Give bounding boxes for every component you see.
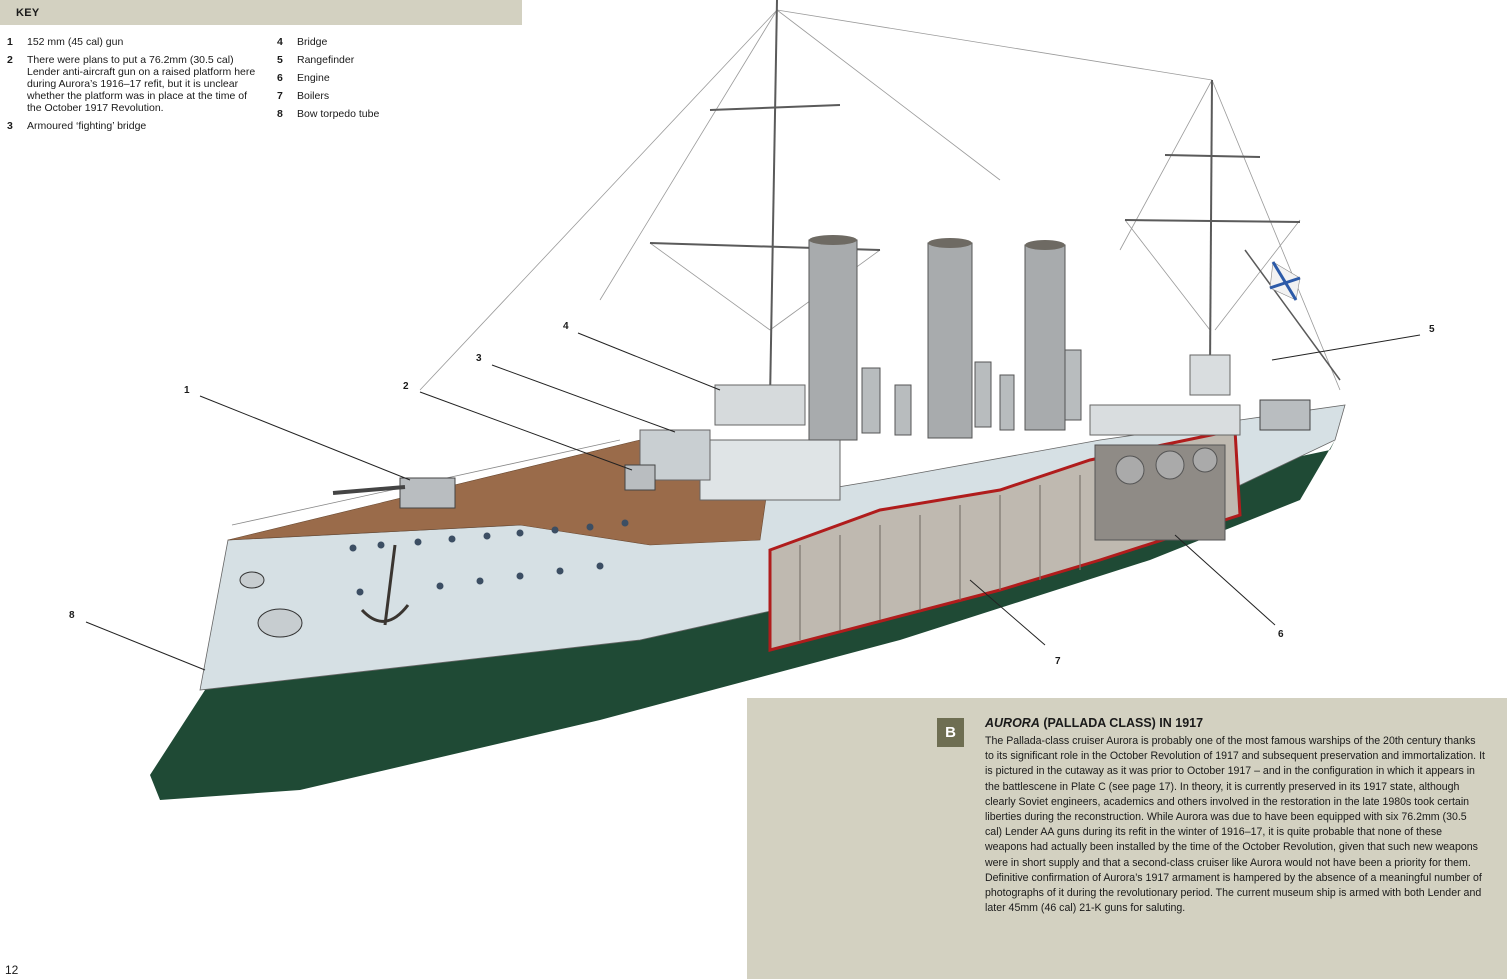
key-item: 3 Armoured ‘fighting’ bridge [7, 120, 257, 132]
plate-badge: B [937, 718, 964, 747]
callout-3: 3 [476, 353, 482, 364]
callout-5: 5 [1429, 324, 1435, 335]
key-text: Bow torpedo tube [297, 108, 380, 120]
anchor [360, 544, 410, 626]
key-item: 8 Bow torpedo tube [277, 108, 477, 120]
hawse-pipe [239, 571, 265, 589]
key-text: Armoured ‘fighting’ bridge [27, 120, 147, 132]
plate-title-rest: (PALLADA CLASS) IN 1917 [1039, 716, 1204, 730]
key-item: 6 Engine [277, 72, 477, 84]
callout-8: 8 [69, 610, 75, 621]
plate-description-panel: B AURORA (PALLADA CLASS) IN 1917 The Pal… [747, 698, 1507, 979]
key-text: Rangefinder [297, 54, 355, 66]
key-number: 6 [277, 72, 283, 84]
key-number: 2 [7, 54, 13, 66]
key-text: There were plans to put a 76.2mm (30.5 c… [27, 54, 256, 114]
key-item: 2 There were plans to put a 76.2mm (30.5… [7, 54, 257, 114]
key-header-bar: KEY [0, 0, 522, 25]
callout-6: 6 [1278, 629, 1284, 640]
key-number: 8 [277, 108, 283, 120]
key-text: Bridge [297, 36, 328, 48]
st-andrew-flag [1269, 261, 1301, 301]
plate-title-ship-name: AURORA [985, 716, 1040, 730]
key-number: 1 [7, 36, 13, 48]
key-list-left: 1 152 mm (45 cal) gun 2 There were plans… [7, 36, 257, 138]
torpedo-tube [257, 608, 303, 638]
callout-2: 2 [403, 381, 409, 392]
callout-4: 4 [563, 321, 569, 332]
masts [649, 0, 1341, 401]
plate-body-text: The Pallada-class cruiser Aurora is prob… [985, 735, 1485, 915]
ventilators [861, 349, 1082, 436]
key-title: KEY [16, 7, 40, 19]
boiler-room [799, 475, 1081, 640]
key-number: 7 [277, 90, 283, 102]
key-item: 7 Boilers [277, 90, 477, 102]
key-item: 4 Bridge [277, 36, 477, 48]
key-item: 1 152 mm (45 cal) gun [7, 36, 257, 48]
key-text: 152 mm (45 cal) gun [27, 36, 124, 48]
key-number: 3 [7, 120, 13, 132]
callout-1: 1 [184, 385, 190, 396]
rigging [419, 0, 1341, 401]
key-text: Engine [297, 72, 330, 84]
callout-leaders [85, 332, 1421, 671]
key-number: 5 [277, 54, 283, 66]
portholes [349, 519, 629, 596]
page-number: 12 [5, 963, 19, 977]
callout-7: 7 [1055, 656, 1061, 667]
key-text: Boilers [297, 90, 330, 102]
guns [332, 399, 1311, 509]
funnels [808, 235, 1066, 441]
key-number: 4 [277, 36, 283, 48]
engine-block [1094, 444, 1226, 541]
plate-title: AURORA (PALLADA CLASS) IN 1917 [985, 716, 1203, 730]
key-list-right: 4 Bridge 5 Rangefinder 6 Engine 7 Boiler… [277, 36, 477, 126]
key-item: 5 Rangefinder [277, 54, 477, 66]
